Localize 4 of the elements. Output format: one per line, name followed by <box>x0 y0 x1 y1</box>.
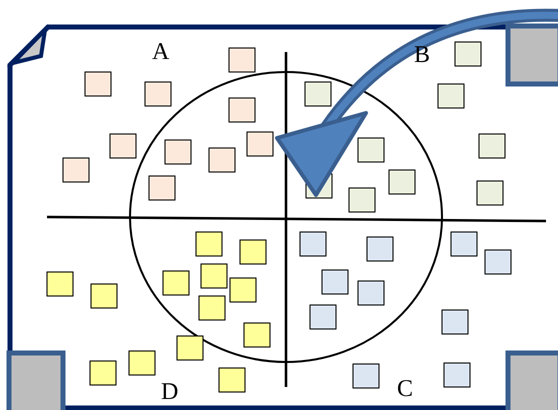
quadrant-label: A <box>152 40 170 64</box>
quadrant-label: C <box>397 377 414 401</box>
quadrant-label: B <box>414 43 430 67</box>
quadrant-label: D <box>161 380 178 404</box>
